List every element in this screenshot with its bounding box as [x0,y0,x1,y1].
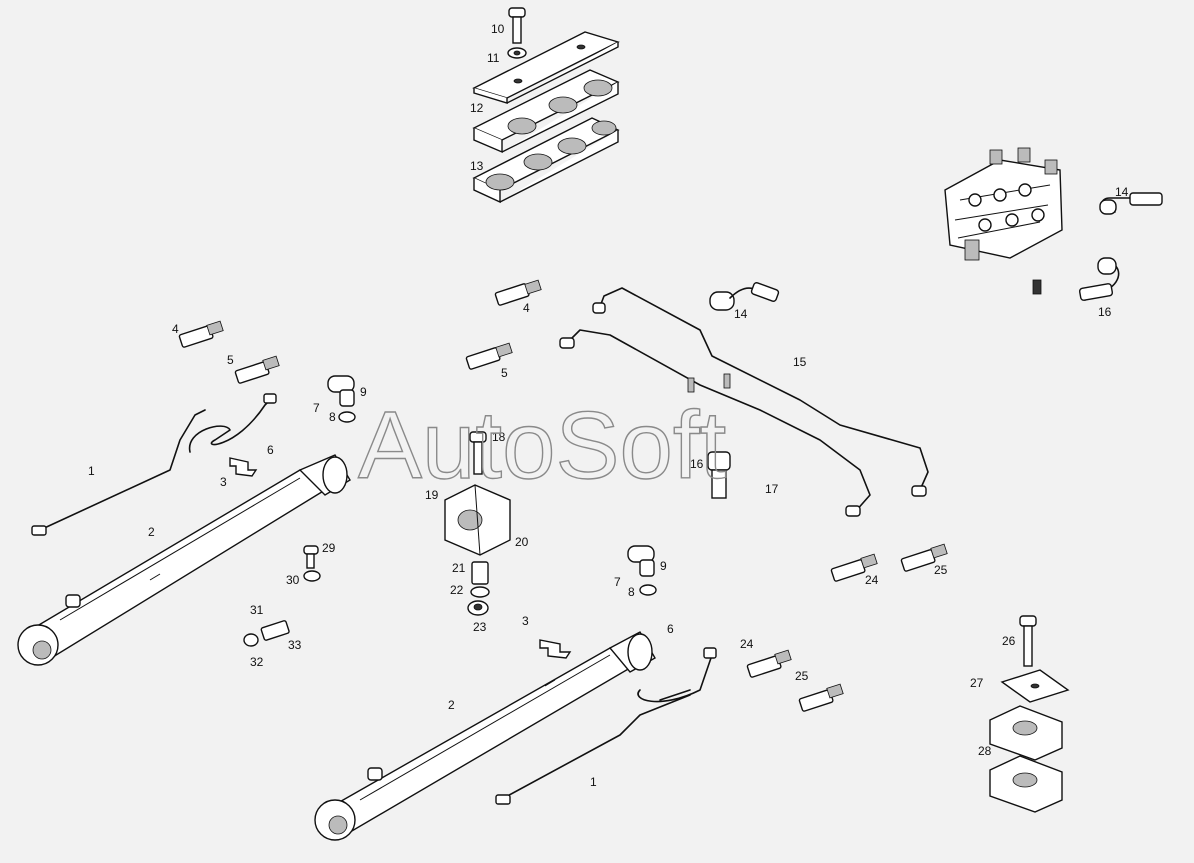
hose-fitting-16-right [1078,257,1120,301]
label-7-middle: 7 [614,575,621,589]
label-6-left: 6 [267,443,274,457]
label-19: 19 [425,488,439,502]
label-26: 26 [1002,634,1016,648]
elbow-9-middle [627,545,655,577]
hydraulic-cylinder-2-lower [314,631,656,841]
label-22: 22 [450,583,464,597]
adapter-24-right [830,553,878,582]
label-1-left: 1 [88,464,95,478]
label-8-left: 8 [329,410,336,424]
clamp-assembly-top: 10 11 12 13 [470,7,620,204]
label-25-lower: 25 [795,669,809,683]
label-14-right: 14 [1115,185,1129,199]
clamp-half-lower-13 [472,117,620,204]
hydraulic-cylinder-2-left [17,454,351,666]
label-6-lower: 6 [667,622,674,636]
adapter-24-lower [746,649,792,678]
watermark-text: AutoSoft [358,392,726,499]
label-31: 31 [250,603,264,617]
label-13: 13 [470,159,484,173]
steel-tube-17 [559,329,871,517]
label-3-left: 3 [220,475,227,489]
label-2-lower: 2 [448,698,455,712]
label-28: 28 [978,744,992,758]
label-32: 32 [250,655,264,669]
steel-tube-15 [592,287,929,497]
bolt-10 [508,7,526,44]
o-ring-32 [243,633,259,647]
label-14-middle: 14 [734,307,748,321]
label-16-right: 16 [1098,305,1112,319]
label-11: 11 [487,51,500,65]
plate-27 [1000,669,1070,703]
adapter-25-lower [798,683,844,712]
label-3-lower: 3 [522,614,529,628]
o-ring-8-middle [639,584,657,596]
washer-22 [470,586,490,598]
bolt-18 [469,431,487,475]
label-33: 33 [288,638,302,652]
spacer-21 [471,561,489,585]
washer-11 [507,47,527,59]
adapter-4-left [178,320,224,348]
control-valve-block [944,147,1063,295]
adapter-5-middle [465,342,513,370]
label-12: 12 [470,101,484,115]
adapter-4-middle [494,279,542,306]
label-4-middle: 4 [523,301,530,315]
hose-fitting-14-middle [709,282,780,311]
bolt-26 [1019,615,1037,667]
label-29: 29 [322,541,336,555]
bracket-19-20 [444,484,511,556]
label-8-middle: 8 [628,585,635,599]
label-30: 30 [286,573,300,587]
elbow-9-left [327,375,355,407]
bracket-3-lower [539,639,572,659]
label-20: 20 [515,535,529,549]
label-9-left: 9 [360,385,367,399]
label-27: 27 [970,676,984,690]
o-ring-8-left [338,411,356,423]
label-10: 10 [491,22,505,36]
cover-plate-12 [472,31,620,104]
label-25-right: 25 [934,563,948,577]
washer-30 [303,570,321,582]
label-15: 15 [793,355,807,369]
label-24-lower: 24 [740,637,754,651]
tube-6-left [189,393,277,453]
tube-6-lower [637,647,717,703]
hose-fitting-14-right [1099,192,1163,215]
label-1-lower: 1 [590,775,597,789]
nut-23 [467,600,489,616]
label-5-middle: 5 [501,366,508,380]
tube-1-lower [495,694,691,805]
label-21: 21 [452,561,466,575]
label-7-left: 7 [313,401,320,415]
elbow-fitting-16 [707,451,731,499]
label-9-middle: 9 [660,559,667,573]
adapter-25-right [900,543,948,572]
label-2-left: 2 [148,525,155,539]
clamp-block-28 [989,705,1063,813]
tube-1-left [31,409,206,536]
adapter-5-left [234,355,280,384]
label-16-middle: 16 [690,457,704,471]
label-18: 18 [492,430,506,444]
label-24-right: 24 [865,573,879,587]
label-4-left: 4 [172,322,179,336]
bracket-3-left [229,457,258,477]
label-5-left: 5 [227,353,234,367]
clamp-half-upper [472,69,620,154]
fitting-33 [260,620,290,641]
label-23: 23 [473,620,487,634]
label-17: 17 [765,482,779,496]
bolt-29 [303,545,319,569]
